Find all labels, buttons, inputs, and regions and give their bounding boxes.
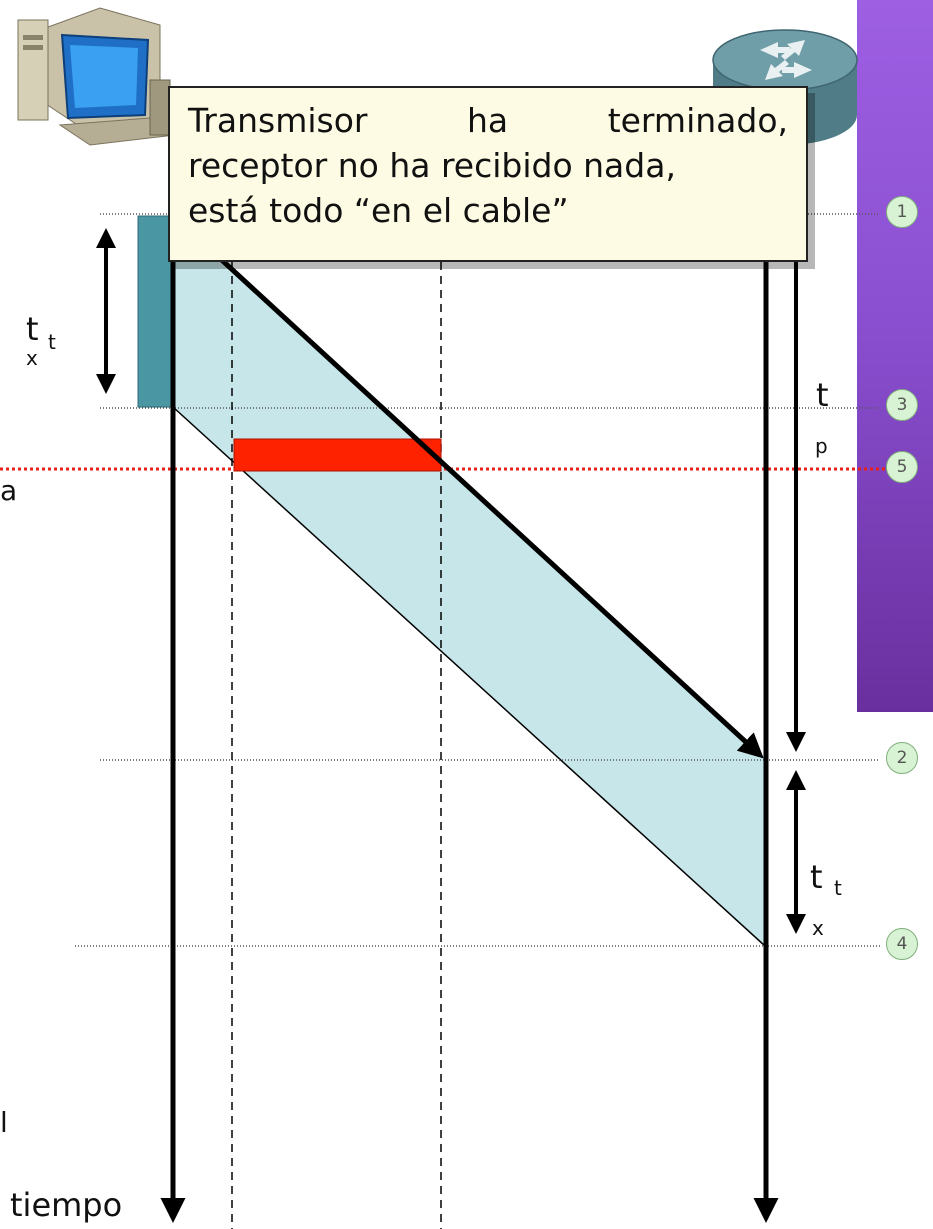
time-axis-label: tiempo bbox=[10, 1186, 123, 1224]
callout-box: Transmisor ha terminado, receptor no ha … bbox=[168, 86, 808, 262]
propagation-band bbox=[173, 216, 765, 946]
frame-transmit-block bbox=[137, 215, 174, 408]
callout-word-3: terminado, bbox=[607, 101, 788, 140]
tp-label: t bbox=[816, 376, 829, 414]
ttx-receiver-subscript: t bbox=[834, 876, 842, 900]
band-lower-edge bbox=[172, 406, 766, 947]
step-marker-5: 5 bbox=[886, 451, 918, 483]
sidebar-panel bbox=[857, 0, 933, 712]
callout-line-2: receptor no ha recibido nada, bbox=[188, 146, 676, 185]
ttx-sender-label: t bbox=[26, 310, 39, 348]
edge-text-fragment-1: a bbox=[0, 474, 18, 507]
step-marker-1: 1 bbox=[886, 196, 918, 228]
callout-line-3: está todo “en el cable” bbox=[188, 191, 569, 230]
step-marker-3: 3 bbox=[886, 389, 918, 421]
ttx-sender-subscript: t bbox=[48, 330, 56, 354]
callout-line-1: Transmisor ha terminado, bbox=[188, 98, 788, 143]
callout-word-2: ha bbox=[467, 101, 509, 140]
first-bit-arrow bbox=[198, 238, 764, 759]
edge-text-fragment-2: l bbox=[0, 1106, 8, 1139]
bits-in-cable-bar bbox=[233, 438, 442, 472]
computer-icon bbox=[17, 7, 177, 146]
ttx-sender-x: x bbox=[26, 346, 38, 370]
tp-subscript: p bbox=[815, 434, 828, 458]
ttx-receiver-x: x bbox=[812, 916, 824, 940]
step-marker-4: 4 bbox=[886, 928, 918, 960]
ttx-receiver-label: t bbox=[810, 858, 823, 896]
callout-word-1: Transmisor bbox=[188, 101, 368, 140]
step-marker-2: 2 bbox=[886, 742, 918, 774]
